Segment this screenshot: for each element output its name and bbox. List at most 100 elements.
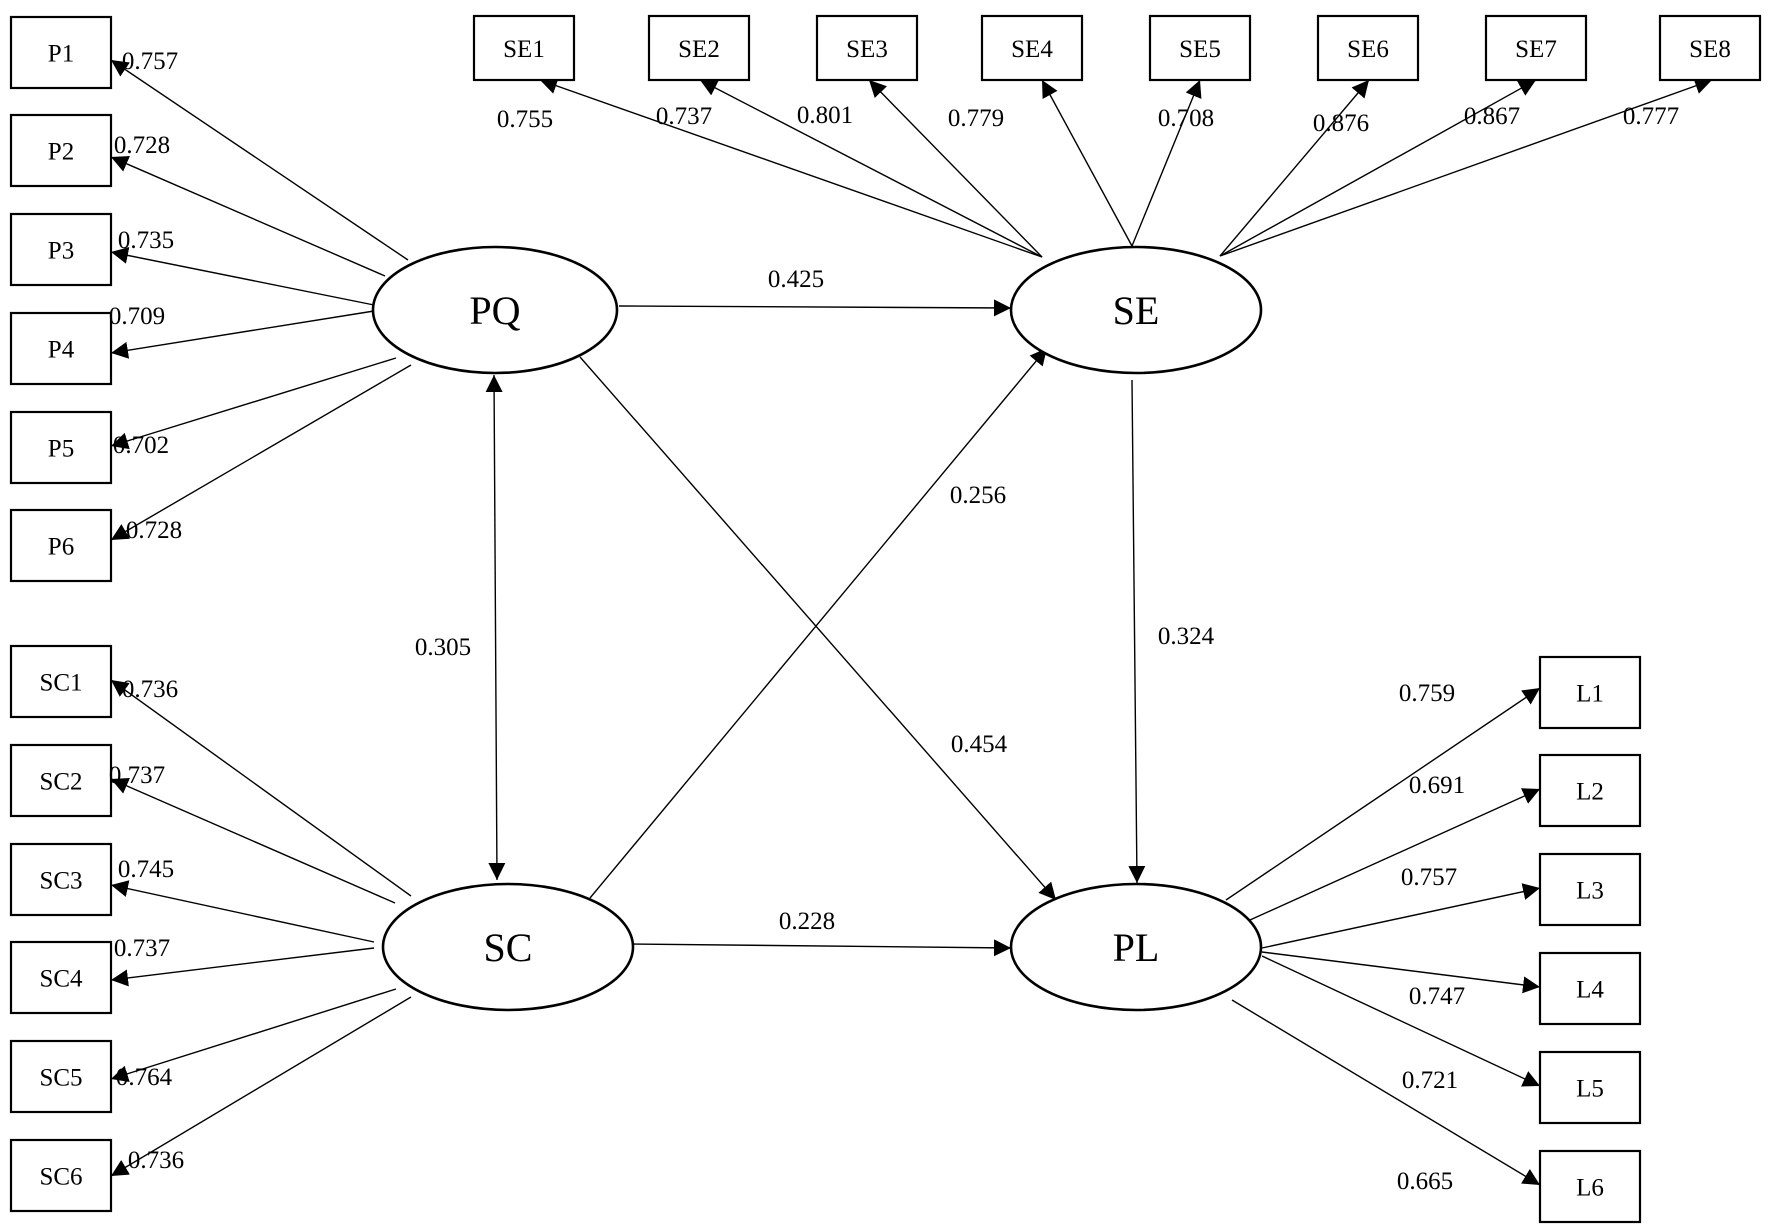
indicator-sc3: SC3 [9, 842, 113, 917]
indicator-box [1538, 951, 1642, 1026]
indicator-label: P4 [48, 337, 75, 364]
loading-value-sc4: 0.737 [114, 935, 170, 962]
indicator-label: P5 [48, 436, 74, 463]
indicator-label: SC3 [39, 868, 82, 895]
indicator-box [472, 14, 576, 82]
loading-arrow-sc3 [110, 880, 375, 943]
indicator-label: L3 [1576, 878, 1604, 905]
latent-pl: PL [1009, 882, 1263, 1012]
loading-arrow-se5 [1131, 79, 1202, 247]
latent-ellipse [1009, 245, 1263, 375]
indicator-box [1538, 1050, 1642, 1125]
latent-label: SE [1113, 288, 1160, 333]
latent-label: PL [1113, 925, 1160, 970]
loading-arrow-se6 [1219, 79, 1370, 257]
latent-label: PQ [469, 288, 520, 333]
indicator-l5: L5 [1538, 1050, 1642, 1125]
loading-value-se6: 0.876 [1313, 110, 1369, 137]
indicator-box [9, 113, 113, 188]
loading-arrow-sc4 [110, 947, 375, 987]
loading-value-p4: 0.709 [109, 303, 165, 330]
loading-value-se7: 0.867 [1464, 103, 1520, 130]
indicator-se6: SE6 [1316, 14, 1420, 82]
latent-label: SC [484, 925, 533, 970]
indicator-box [1538, 1149, 1642, 1224]
loading-arrow-p2 [110, 155, 386, 277]
path-arrow-pq-pl [579, 356, 1057, 901]
path-coef-sc-se: 0.256 [950, 482, 1006, 509]
loading-value-sc6: 0.736 [128, 1147, 184, 1174]
indicator-label: SC1 [39, 670, 82, 697]
indicator-label: P3 [48, 238, 74, 265]
indicator-box [9, 212, 113, 287]
loading-arrow-p3 [110, 247, 375, 306]
indicator-label: SE2 [678, 36, 720, 63]
loading-value-l4: 0.747 [1409, 983, 1465, 1010]
loading-value-se1: 0.755 [497, 106, 553, 133]
loading-arrow-se7 [1219, 79, 1537, 257]
latent-pq: PQ [371, 245, 619, 375]
loading-arrow-sc6 [110, 996, 412, 1177]
indicator-l2: L2 [1538, 753, 1642, 828]
indicator-label: SC6 [39, 1164, 82, 1191]
latent-se: SE [1009, 245, 1263, 375]
indicator-box [1538, 852, 1642, 927]
loading-value-l1: 0.759 [1399, 680, 1455, 707]
indicator-box [9, 1138, 113, 1213]
path-arrow-pq-sc [485, 374, 506, 881]
indicator-box [815, 14, 919, 82]
indicator-label: SC2 [39, 769, 82, 796]
indicator-label: SC4 [39, 966, 83, 993]
indicator-p5: P5 [9, 410, 113, 485]
loading-value-sc1: 0.736 [122, 676, 178, 703]
indicator-p1: P1 [9, 15, 113, 90]
loading-value-se8: 0.777 [1623, 103, 1679, 130]
loading-value-sc3: 0.745 [118, 856, 174, 883]
indicator-se4: SE4 [980, 14, 1084, 82]
indicator-box [9, 508, 113, 583]
path-coef-se-pl: 0.324 [1158, 623, 1215, 650]
path-coef-pq-pl: 0.454 [951, 731, 1008, 758]
indicator-label: L2 [1576, 779, 1604, 806]
indicator-sc6: SC6 [9, 1138, 113, 1213]
loading-value-l5: 0.721 [1402, 1067, 1458, 1094]
loading-arrow-sc5 [110, 988, 397, 1082]
loading-value-se5: 0.708 [1158, 105, 1214, 132]
indicator-label: SC5 [39, 1065, 82, 1092]
latent-ellipse [371, 245, 619, 375]
path-arrow-sc-se [589, 347, 1048, 899]
indicator-se2: SE2 [647, 14, 751, 82]
loading-arrow-l4 [1261, 951, 1541, 994]
loading-value-p5: 0.702 [113, 432, 169, 459]
indicator-p4: P4 [9, 311, 113, 386]
indicator-l1: L1 [1538, 655, 1642, 730]
indicator-label: SE8 [1689, 36, 1731, 63]
loading-arrow-l6 [1231, 999, 1541, 1186]
latent-ellipse [381, 882, 635, 1012]
indicator-se5: SE5 [1148, 14, 1252, 82]
loading-arrow-se2 [699, 79, 1043, 258]
indicator-l6: L6 [1538, 1149, 1642, 1224]
indicator-label: SE1 [503, 36, 545, 63]
indicator-p2: P2 [9, 113, 113, 188]
indicator-box [9, 644, 113, 719]
indicator-box [980, 14, 1084, 82]
indicator-sc2: SC2 [9, 743, 113, 818]
indicator-box [1316, 14, 1420, 82]
path-coef-pq-se: 0.425 [768, 266, 824, 293]
indicator-box [1484, 14, 1588, 82]
indicator-sc4: SC4 [9, 940, 113, 1015]
indicator-box [1538, 753, 1642, 828]
indicator-box [9, 311, 113, 386]
loading-value-se3: 0.801 [797, 102, 853, 129]
indicator-box [9, 15, 113, 90]
loading-arrow-sc1 [110, 679, 412, 897]
loading-arrow-se1 [539, 77, 1043, 258]
indicator-box [1658, 14, 1762, 82]
path-coef-pq-sc: 0.305 [415, 634, 471, 661]
loading-value-se4: 0.779 [948, 105, 1004, 132]
indicator-sc1: SC1 [9, 644, 113, 719]
indicator-label: P6 [48, 534, 74, 561]
